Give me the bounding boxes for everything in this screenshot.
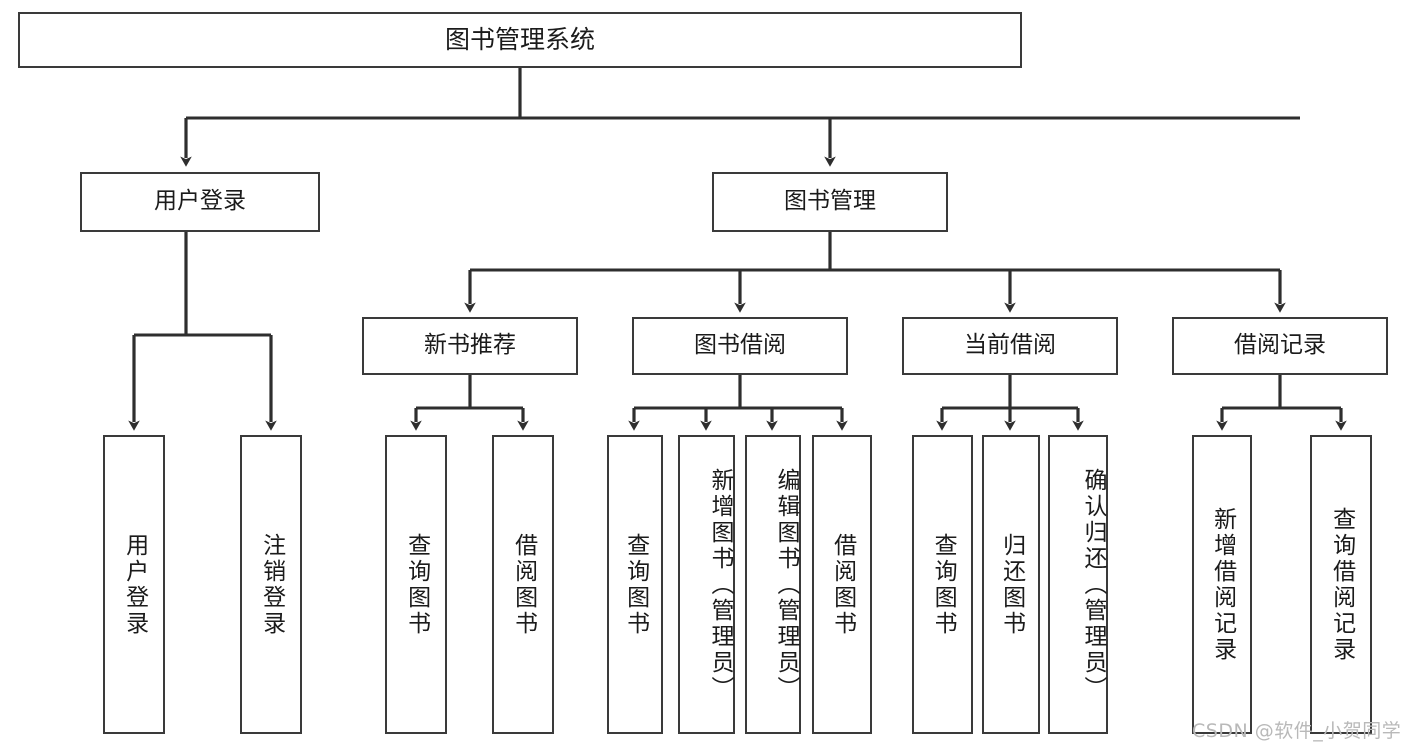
leaf-current-borrow-return[interactable]: 归还图书 [982, 435, 1040, 734]
node-current-borrow[interactable]: 当前借阅 [902, 317, 1118, 375]
leaf-current-borrow-query[interactable]: 查询图书 [912, 435, 973, 734]
leaf-user-login-logout[interactable]: 注销登录 [240, 435, 302, 734]
leaf-new-book-query[interactable]: 查询图书 [385, 435, 447, 734]
leaf-borrow-record-add[interactable]: 新增借阅记录 [1192, 435, 1252, 734]
node-book-management[interactable]: 图书管理 [712, 172, 948, 232]
node-user-login[interactable]: 用户登录 [80, 172, 320, 232]
node-book-borrow[interactable]: 图书借阅 [632, 317, 848, 375]
node-new-book-recommend[interactable]: 新书推荐 [362, 317, 578, 375]
leaf-book-borrow-add-admin[interactable]: 新增图书（管理员） [678, 435, 735, 734]
leaf-book-borrow-edit-admin[interactable]: 编辑图书（管理员） [745, 435, 801, 734]
leaf-book-borrow-borrow[interactable]: 借阅图书 [812, 435, 872, 734]
leaf-new-book-borrow[interactable]: 借阅图书 [492, 435, 554, 734]
leaf-borrow-record-query[interactable]: 查询借阅记录 [1310, 435, 1372, 734]
node-root-system[interactable]: 图书管理系统 [18, 12, 1022, 68]
leaf-current-borrow-confirm-admin[interactable]: 确认归还（管理员） [1048, 435, 1108, 734]
node-borrow-record[interactable]: 借阅记录 [1172, 317, 1388, 375]
leaf-user-login-login[interactable]: 用户登录 [103, 435, 165, 734]
leaf-book-borrow-query[interactable]: 查询图书 [607, 435, 663, 734]
